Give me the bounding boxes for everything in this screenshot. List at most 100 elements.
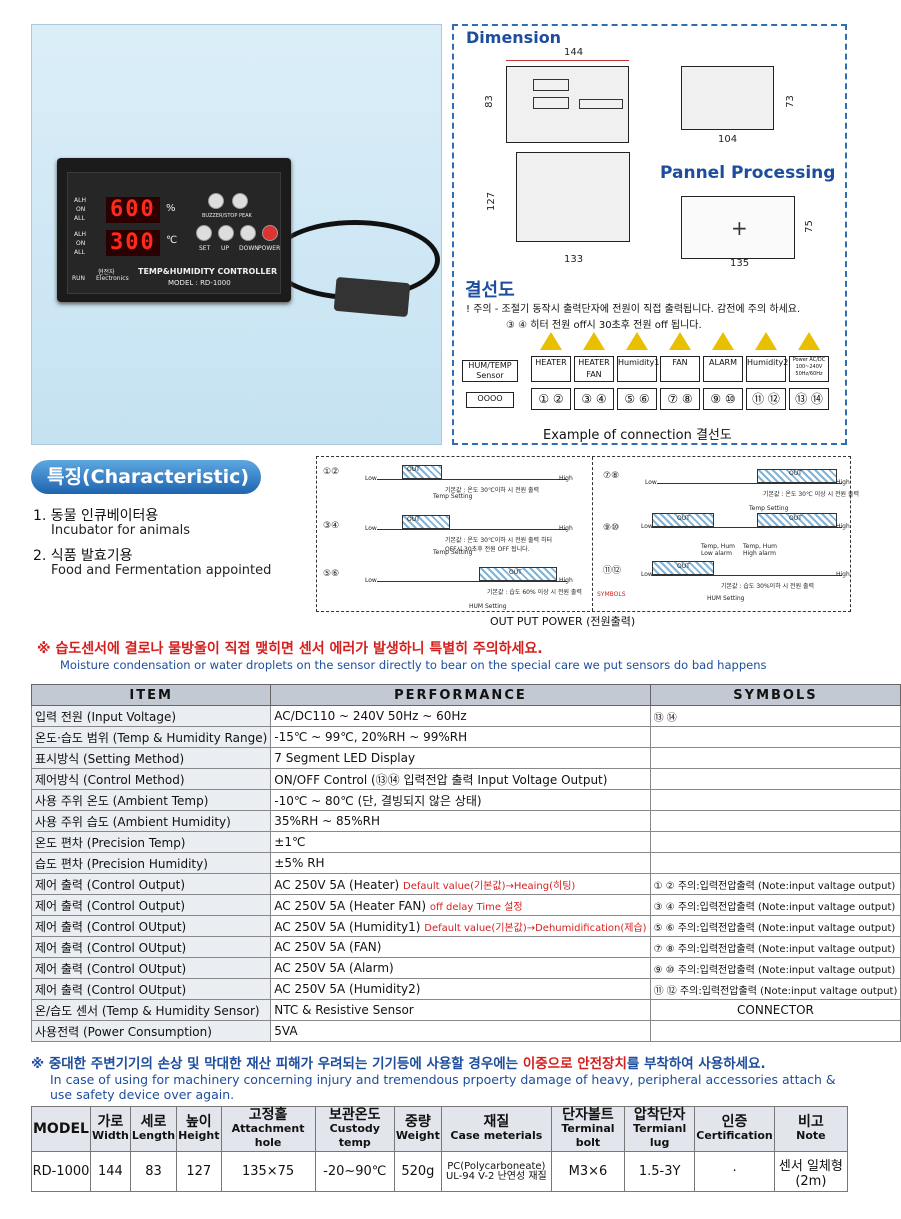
model-header-ko: 단자볼트 (562, 1107, 614, 1123)
spec-performance-text: ±5% RH (274, 856, 325, 870)
spec-performance-text: AC 250V 5A (Alarm) (274, 961, 394, 975)
down-button[interactable] (240, 225, 256, 241)
model-header-ko: 높이 (185, 1114, 212, 1130)
spec-performance-text: 7 Segment LED Display (274, 751, 416, 765)
model-header-en: Terminal bolt (561, 1122, 615, 1149)
graph-out-text-34: OUT (407, 516, 420, 523)
graph-out-34 (402, 515, 450, 529)
dimension-title: Dimension (466, 28, 562, 47)
spec-performance: ±1℃ (270, 831, 651, 853)
graph-low-78: Low (645, 479, 657, 486)
sensor-notice-ko: ※ 습도센서에 결로나 물방울이 직접 맺히면 센서 에러가 발생하니 특별히 … (37, 641, 543, 657)
graph-high-78: High (836, 479, 850, 486)
model-header-en: Note (796, 1129, 826, 1142)
spec-performance-text: ±1℃ (274, 835, 306, 849)
graph-low-1112: Low (641, 571, 653, 578)
front-view-drawing (506, 66, 629, 143)
spec-symbol (649, 747, 901, 769)
spec-row: 온/습도 센서 (Temp & Humidity Sensor)NTC & Re… (30, 999, 901, 1021)
spec-performance: AC 250V 5A (Heater FAN) off delay Time 설… (270, 894, 651, 916)
graph-note-910a: Temp, Hum Low alarm (701, 543, 735, 557)
spec-row: 제어 출력 (Control Output)AC 250V 5A (Heater… (30, 894, 901, 916)
model-cell: 1.5-3Y (624, 1151, 696, 1192)
spec-symbol: ⑪ ⑫ 주의:입력전압출력 (Note:input valtage output… (649, 978, 901, 1000)
spec-item: 제어 출력 (Control Output) (30, 873, 272, 895)
dim-width-133: 133 (564, 254, 584, 265)
graph-note-910b: Temp, Hum High alarm (743, 543, 777, 557)
spec-performance: NTC & Resistive Sensor (270, 999, 651, 1021)
brand-en: Electronics (96, 275, 129, 282)
graph-setting-56: HUM Setting (469, 603, 507, 610)
graph-note-1112: 기본값 : 습도 30%이하 시 전원 출력 (721, 583, 815, 590)
high-voltage-icon (626, 332, 648, 350)
high-voltage-icon (540, 332, 562, 350)
model-header-en: Attachment hole (231, 1122, 305, 1149)
graph-symbols-label: SYMBOLS (597, 591, 626, 598)
spec-symbol: ③ ④ 주의:입력전압출력 (Note:input valtage output… (649, 894, 901, 916)
spec-performance: ±5% RH (270, 852, 651, 874)
spec-header-symbols: SYMBOLS (649, 684, 901, 706)
spec-row: 제어 출력 (Control Output)AC 250V 5A (Heater… (30, 873, 901, 895)
spec-performance-text: -15℃ ~ 99℃, 20%RH ~ 99%RH (274, 730, 468, 744)
graph-high-910: High (836, 523, 850, 530)
model-header-ko: MODEL (33, 1121, 89, 1137)
spec-row: 제어 출력 (Control OUtput)AC 250V 5A (Alarm)… (30, 957, 901, 979)
spec-row: 입력 전원 (Input Voltage)AC/DC110 ~ 240V 50H… (30, 705, 901, 727)
spec-performance: AC/DC110 ~ 240V 50Hz ~ 60Hz (270, 705, 651, 727)
wiring-caption: Example of connection 결선도 (543, 428, 732, 443)
run-label: RUN (72, 275, 86, 282)
spec-item: 제어방식 (Control Method) (30, 768, 272, 790)
graph-note-34: 기본값 : 온도 30℃이하 시 전원 출력 히터 OFF시 30초후 전원 O… (445, 537, 553, 553)
model-header-en: Certification (696, 1129, 773, 1142)
spec-performance-note: off delay Time 설정 (429, 901, 523, 913)
buzzer-stop-button[interactable] (208, 193, 224, 209)
graph-label-12: ①② (323, 467, 340, 477)
graph-out-910b (757, 513, 837, 527)
controller-face: ALH ON ALL 600 % ALH ON ALL 300 ℃ BUZZER… (67, 172, 281, 294)
led-label-on1: ON (76, 206, 86, 213)
spec-symbol: ⑦ ⑧ 주의:입력전압출력 (Note:input valtage output… (649, 936, 901, 958)
graph-setting-1112: HUM Setting (707, 595, 745, 602)
spec-performance: AC 250V 5A (Heater) Default value(기본값)→H… (270, 873, 651, 895)
spec-performance-note: Default value(기본값)→Dehumidification(제습) (424, 922, 647, 934)
spec-performance-text: AC 250V 5A (Heater FAN) (274, 898, 430, 913)
terminal-label-7: Power AC/DC 100~240V 50Hz/60Hz (789, 356, 829, 382)
graph-note-78: 기본값 : 온도 30℃ 이상 시 전원 출력 (763, 491, 859, 498)
spec-performance-text: ON/OFF Control (⑬⑭ 입력전압 출력 Input Voltage… (274, 772, 608, 787)
terminal-label-3: Humidity1 (617, 356, 659, 382)
terminal-number-1: ① ② (531, 388, 571, 410)
char-item-1-en: Incubator for animals (51, 523, 191, 538)
set-button[interactable] (196, 225, 212, 241)
model-header-ko: 재질 (483, 1114, 510, 1130)
display-temp: 300 (106, 230, 160, 256)
spec-performance: AC 250V 5A (Humidity2) (270, 978, 651, 1000)
model-header-ko: 비고 (798, 1114, 824, 1130)
model-header-ko: 압착단자 (633, 1107, 686, 1123)
graph-high-1112: High (836, 571, 850, 578)
led-label-all1: ALL (74, 215, 85, 222)
spec-row: 온도 편차 (Precision Temp)±1℃ (30, 831, 901, 853)
safety-warning-post: 를 부착하여 사용하세요. (626, 1056, 766, 1072)
spec-symbol: ⑤ ⑥ 주의:입력전압출력 (Note:input valtage output… (649, 915, 901, 937)
model-header-en: Height (178, 1129, 220, 1142)
spec-performance: 7 Segment LED Display (270, 747, 651, 769)
dim-height-83: 83 (483, 95, 495, 108)
graph-note-12: 기본값 : 온도 30℃이하 시 전원 출력 (445, 487, 540, 494)
up-button[interactable] (218, 225, 234, 241)
spec-performance: -15℃ ~ 99℃, 20%RH ~ 99%RH (270, 726, 651, 748)
graph-setting-12: Temp Setting (433, 493, 473, 500)
spec-item: 제어 출력 (Control OUtput) (30, 957, 272, 979)
spec-performance-text: AC 250V 5A (Heater) (274, 877, 404, 892)
peak-button[interactable] (232, 193, 248, 209)
power-button[interactable] (262, 225, 278, 241)
spec-row: 제어방식 (Control Method)ON/OFF Control (⑬⑭ … (30, 768, 901, 790)
spec-row: 제어 출력 (Control OUtput)AC 250V 5A (FAN)⑦ … (30, 936, 901, 958)
sensor-notice-en: Moisture condensation or water droplets … (60, 658, 767, 672)
spec-item: 온도·습도 범위 (Temp & Humidity Range) (30, 726, 272, 748)
led-label-alh2: ALH (74, 231, 86, 238)
pannel-processing-title: Pannel Processing (660, 163, 836, 183)
